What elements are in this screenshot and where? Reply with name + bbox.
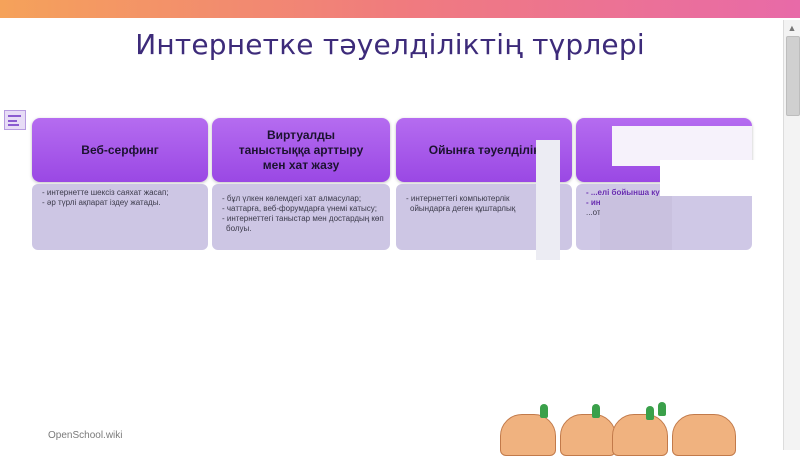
scrollbar-thumb[interactable] [786,36,800,116]
fingernail-shape [540,404,548,418]
list-item: болуы. [226,224,252,233]
fingernail-shape [592,404,600,418]
hand-illustration [560,414,616,456]
card-header-line: мен хат жазу [262,157,340,172]
list-item: - интернетте шексіз саяхат жасап; [42,188,169,197]
top-gradient-bar [0,0,800,18]
slide-title: Интернетке тәуелділіктің түрлері [135,28,645,61]
video-artifact [612,126,752,166]
hand-illustration [612,414,668,456]
slide-thumbnail-icon[interactable] [4,110,26,130]
footer-watermark: OpenSchool.wiki [48,430,123,441]
card-header-line: таныстыққа арттыру [238,142,364,157]
video-artifact [536,140,560,260]
list-item: - чаттарға, веб-форумдарға үнемі катысу; [222,204,377,213]
card-body-web-surfing: - интернетте шексіз саяхат жасап; - әр т… [32,184,208,250]
vertical-scrollbar[interactable]: ▲ [783,20,800,450]
card-header-web-surfing: Веб-серфинг [32,118,208,182]
hand-illustration [500,414,556,456]
fingernail-shape [658,402,666,416]
card-header-line: Виртуалды [266,127,336,142]
card-body-virtual-dating: - бұл үлкен көлемдегі хат алмасулар; - ч… [212,184,390,250]
list-item: - бұл үлкен көлемдегі хат алмасулар; [222,194,362,203]
scroll-up-arrow-icon[interactable]: ▲ [787,23,797,33]
hand-illustration [672,414,736,456]
list-item: ойындарға деген құштарлық [410,204,516,213]
fingernail-shape [646,406,654,420]
list-item: - әр түрлі ақпарат іздеу жатады. [42,198,161,207]
list-item: - интернеттегі компьютерлік [406,194,510,203]
list-item: - интернеттегі таныстар мен достардың кө… [222,214,384,223]
video-artifact [660,160,760,196]
video-artifact [580,250,780,450]
list-item: - ...елі бойынша кума... [586,188,677,197]
card-header-virtual-dating: Виртуалды таныстыққа арттыру мен хат жаз… [212,118,390,182]
